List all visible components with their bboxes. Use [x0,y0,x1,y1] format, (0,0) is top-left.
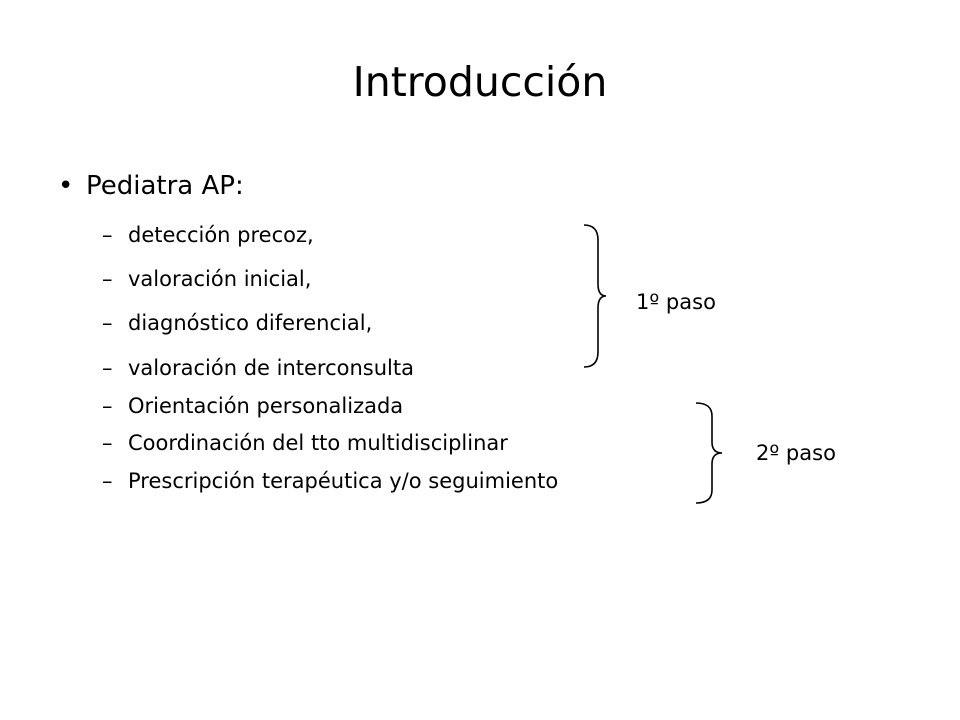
dash-marker: – [102,394,113,418]
dash-marker: – [102,356,113,380]
list-item: –diagnóstico diferencial, [102,308,372,338]
brace-step-1 [583,224,607,368]
dash-marker: – [102,223,113,247]
bullet-marker: • [58,171,74,201]
list-item: –Coordinación del tto multidisciplinar [102,428,508,458]
list-item: –valoración de interconsulta [102,353,414,383]
list-item-text: diagnóstico diferencial, [128,311,373,335]
list-item-text: Orientación personalizada [128,394,404,418]
step-2-label: 2º paso [756,441,836,465]
dash-marker: – [102,267,113,291]
bullet-text: Pediatra AP: [86,171,244,201]
main-bullet: • Pediatra AP: [58,166,244,206]
step-1-label: 1º paso [636,290,716,314]
list-item: –detección precoz, [102,220,314,250]
slide-title: Introducción [352,58,608,106]
list-item: –Orientación personalizada [102,391,403,421]
dash-marker: – [102,469,113,493]
list-item-text: detección precoz, [128,223,314,247]
dash-marker: – [102,311,113,335]
list-item-text: Coordinación del tto multidisciplinar [128,431,508,455]
list-item-text: valoración de interconsulta [128,356,414,380]
list-item-text: valoración inicial, [128,267,312,291]
dash-marker: – [102,431,113,455]
list-item-text: Prescripción terapéutica y/o seguimiento [128,469,559,493]
brace-step-2 [695,402,723,504]
list-item: –Prescripción terapéutica y/o seguimient… [102,466,558,496]
list-item: –valoración inicial, [102,264,311,294]
